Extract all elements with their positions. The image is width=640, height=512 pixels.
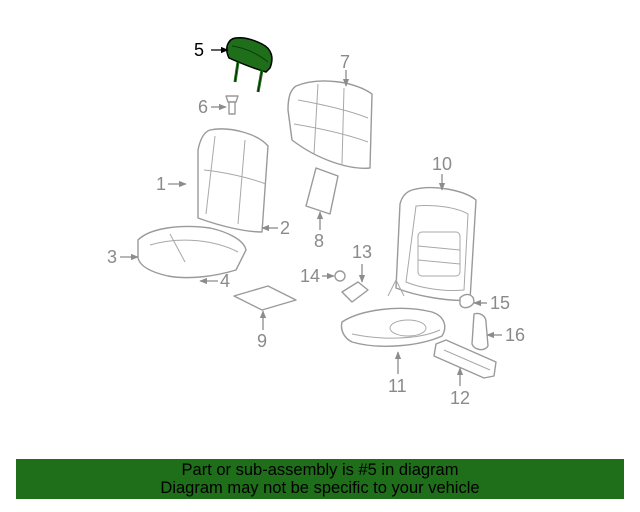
callout-4: 4: [220, 271, 230, 291]
part-8-panel[interactable]: [305, 167, 339, 215]
callout-14: 14: [300, 266, 320, 286]
callout-3: 3: [107, 247, 117, 267]
part-13-handle[interactable]: [341, 281, 369, 303]
callout-2: 2: [280, 218, 290, 238]
part-10-seatback-frame[interactable]: [387, 186, 477, 302]
callout-16: 16: [505, 325, 525, 345]
banner-line-2: Diagram may not be specific to your vehi…: [160, 479, 480, 497]
part-6-headrest-guide[interactable]: [225, 95, 239, 115]
part-3-seat-cushion[interactable]: [137, 225, 247, 279]
callout-8: 8: [314, 231, 324, 251]
leader-lines: [120, 46, 502, 386]
part-5-headrest[interactable]: [226, 37, 273, 93]
part-info-banner: Part or sub-assembly is #5 in diagram Di…: [16, 459, 624, 499]
callout-10: 10: [432, 154, 452, 174]
callout-11: 11: [388, 376, 407, 396]
callout-13: 13: [352, 242, 372, 262]
part-1-seatback-cushion[interactable]: [197, 128, 269, 233]
callout-1: 1: [156, 174, 166, 194]
part-11-seat-frame[interactable]: [340, 307, 446, 347]
callout-7: 7: [340, 52, 350, 72]
callout-6: 6: [198, 97, 208, 117]
callout-12: 12: [450, 388, 470, 408]
part-9-pad[interactable]: [233, 285, 297, 311]
callout-9: 9: [257, 331, 267, 351]
part-15-recliner-cover[interactable]: [459, 293, 475, 309]
banner-line-1: Part or sub-assembly is #5 in diagram: [181, 461, 459, 479]
callout-5: 5: [194, 40, 204, 60]
part-16-side-trim[interactable]: [471, 312, 489, 351]
part-12-seat-track[interactable]: [433, 339, 497, 379]
callout-15: 15: [490, 293, 510, 313]
callout-labels: 5 6 7 8 1 2 3 4 9 10 14 13 11 12 15 16: [107, 40, 525, 408]
part-14-knob[interactable]: [334, 270, 346, 282]
part-7-seatback-cover[interactable]: [287, 80, 373, 169]
